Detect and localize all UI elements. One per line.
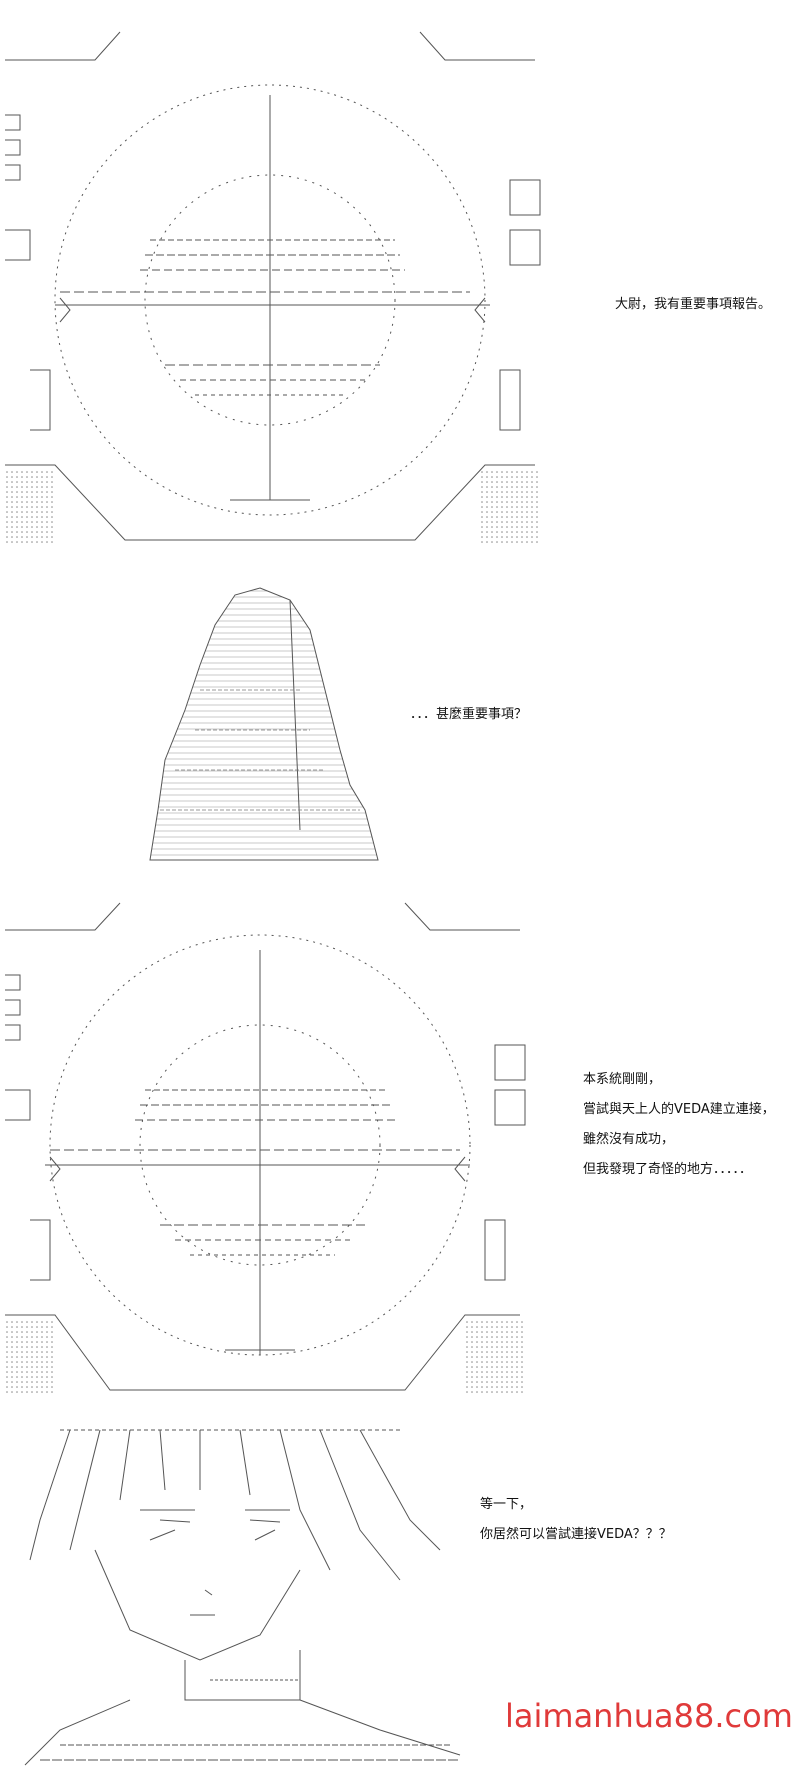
dialog-line: 等一下， — [480, 1497, 533, 1512]
dialog-line: 你居然可以嘗試連接VEDA？？？ — [480, 1527, 672, 1542]
panel-character: 等一下， 你居然可以嘗試連接VEDA？？？ — [0, 1400, 800, 1775]
site-watermark: laimanhua88.com — [505, 1697, 793, 1735]
panel-figure: ．．．甚麼重要事項？ — [0, 570, 800, 890]
dialog-line: 嘗試與天上人的VEDA建立連接， — [583, 1102, 775, 1117]
dialog-text: 本系統剛剛， 嘗試與天上人的VEDA建立連接， 雖然沒有成功， 但我發現了奇怪的… — [583, 1065, 775, 1185]
hooded-figure-art — [149, 587, 379, 861]
dialog-line: 大尉，我有重要事項報告。 — [615, 297, 772, 312]
panel-scope-1: 大尉，我有重要事項報告。 — [0, 0, 800, 560]
dialog-line: ．．．甚麼重要事項？ — [410, 707, 528, 722]
crosshair-scope-art — [5, 902, 526, 1395]
dialog-text: 等一下， 你居然可以嘗試連接VEDA？？？ — [480, 1490, 672, 1550]
dialog-text: 大尉，我有重要事項報告。 — [615, 290, 771, 320]
panel-scope-2: 本系統剛剛， 嘗試與天上人的VEDA建立連接， 雖然沒有成功， 但我發現了奇怪的… — [0, 895, 800, 1395]
dialog-line: 但我發現了奇怪的地方．．．．． — [583, 1162, 753, 1177]
dialog-line: 雖然沒有成功， — [583, 1132, 675, 1147]
dialog-line: 本系統剛剛， — [583, 1072, 662, 1087]
dialog-text: ．．．甚麼重要事項？ — [410, 700, 527, 730]
character-closeup-art — [24, 1429, 461, 1766]
crosshair-scope-art — [5, 31, 541, 545]
